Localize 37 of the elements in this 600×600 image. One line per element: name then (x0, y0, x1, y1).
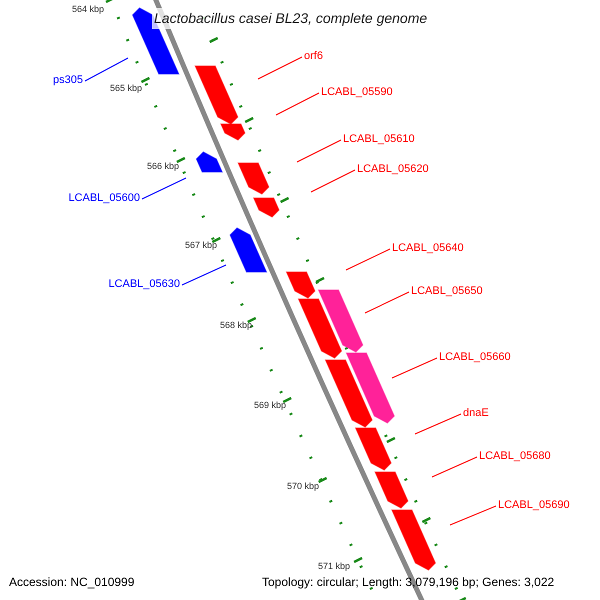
position-label: 565 kbp (110, 82, 142, 95)
leader-line (346, 248, 390, 270)
leader-line (450, 506, 496, 526)
leader-line (432, 456, 478, 478)
gene-label: LCABL_05630 (108, 276, 180, 292)
leader-line (310, 170, 356, 192)
leader-line (364, 292, 410, 314)
position-label: 571 kbp (318, 560, 350, 573)
leader-line (84, 58, 128, 82)
gene-label: LCABL_05660 (439, 349, 511, 365)
position-label: 569 kbp (254, 399, 286, 412)
gene-label: LCABL_05600 (68, 190, 140, 206)
gene-label: LCABL_05640 (392, 240, 464, 256)
gene-label: orf6 (304, 48, 323, 64)
position-label: 568 kbp (220, 319, 252, 332)
gene-label: ps305 (53, 72, 83, 88)
gene-label: LCABL_05610 (343, 131, 415, 147)
gene-label: LCABL_05680 (479, 448, 551, 464)
leader-line (182, 264, 226, 286)
gene-label: LCABL_05650 (411, 283, 483, 299)
gene-label: LCABL_05590 (321, 84, 393, 100)
genome-info: Topology: circular; Length: 3,079,196 bp; Genes: 3,022 (262, 575, 554, 589)
title: Lactobacillus casei BL23, complete genome (152, 8, 430, 29)
leader-line (276, 92, 320, 116)
genome-info: Accession: NC_010999 (9, 575, 134, 589)
leader-line (392, 358, 438, 378)
leader-line (258, 56, 302, 80)
gene-label: LCABL_05620 (357, 161, 429, 177)
gene-label: LCABL_05690 (498, 497, 570, 513)
leader-line (414, 414, 462, 434)
gene-label: dnaE (463, 405, 489, 421)
position-label: 566 kbp (147, 160, 180, 173)
leader-line (296, 140, 342, 162)
position-label: 567 kbp (185, 239, 218, 252)
position-label: 564 kbp (72, 3, 104, 16)
position-label: 570 kbp (287, 480, 320, 493)
leader-line (142, 178, 186, 200)
